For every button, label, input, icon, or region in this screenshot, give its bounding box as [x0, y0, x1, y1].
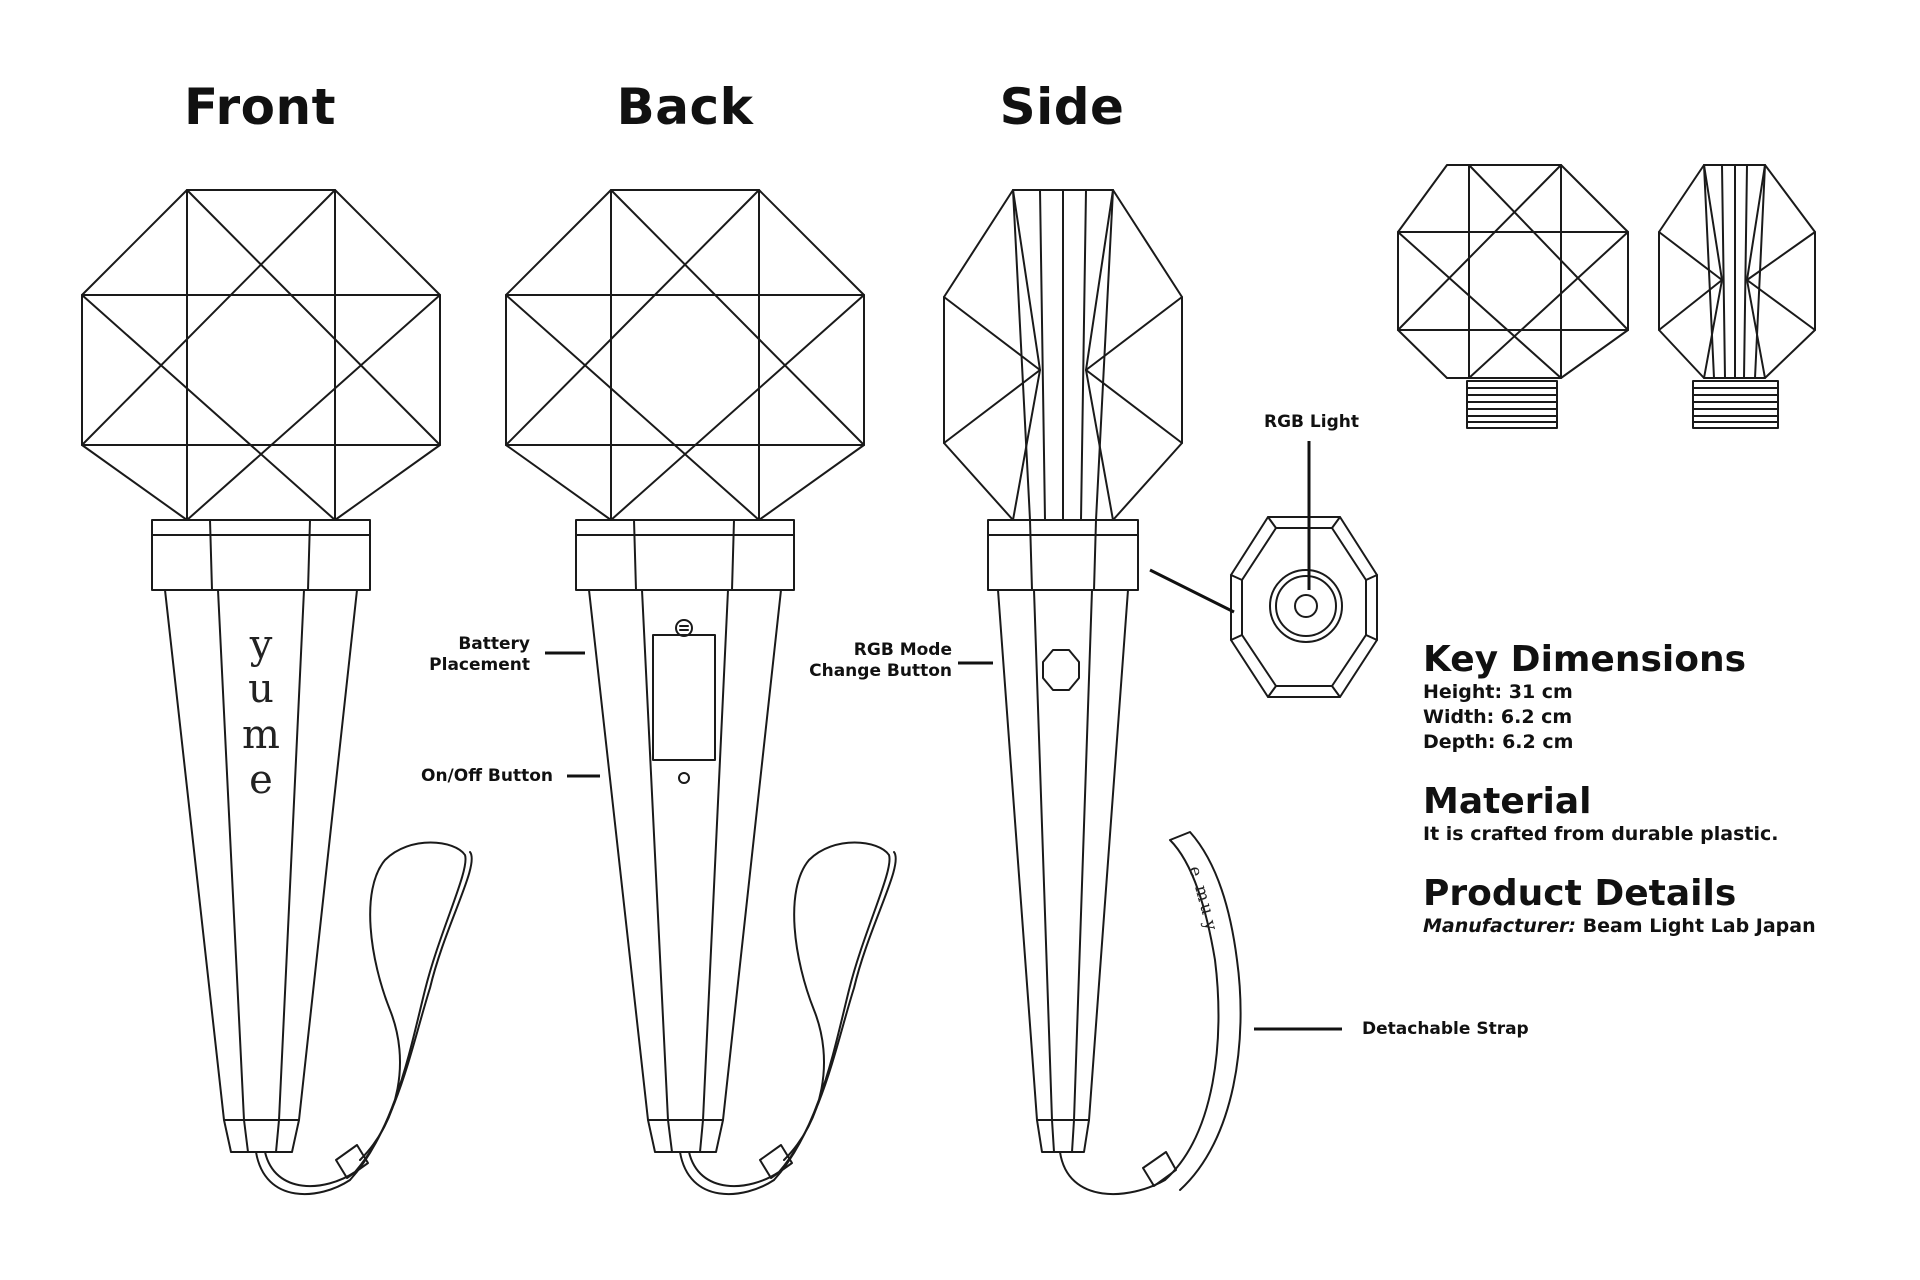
back-view	[505, 189, 897, 1195]
front-view: y u m e	[81, 189, 473, 1195]
callout-rgb-mode-line1: RGB Mode	[853, 640, 952, 660]
spec-depth: Depth: 6.2 cm	[1423, 731, 1574, 753]
callout-rgb-mode: RGB Mode Change Button	[760, 640, 952, 682]
front-wordmark: y u m e	[242, 622, 280, 803]
spec-details-title: Product Details	[1423, 873, 1737, 914]
view-title-front: Front	[184, 78, 336, 136]
spec-dimensions: Key Dimensions Height: 31 cm Width: 6.2 …	[1423, 640, 1746, 755]
callout-battery-line2: Placement	[429, 655, 530, 675]
spec-dimensions-title: Key Dimensions	[1423, 639, 1747, 680]
back-collar	[575, 519, 795, 591]
spec-manufacturer-value: Beam Light Lab Japan	[1582, 915, 1816, 937]
wordmark-letter: e	[249, 757, 273, 803]
back-strap	[679, 841, 897, 1195]
view-title-side: Side	[999, 78, 1125, 136]
thumbnail-side	[1658, 164, 1816, 429]
callout-rgb-light: RGB Light	[1264, 412, 1359, 432]
spec-manufacturer: Manufacturer: Beam Light Lab Japan	[1423, 914, 1816, 939]
back-handle	[588, 589, 782, 1153]
spec-width: Width: 6.2 cm	[1423, 706, 1573, 728]
front-head	[81, 189, 441, 521]
wordmark-letter: m	[242, 712, 280, 758]
spec-material: Material It is crafted from durable plas…	[1423, 782, 1778, 847]
callout-battery: Battery Placement	[400, 634, 530, 676]
strap-wordmark-letter: m	[1190, 883, 1213, 904]
battery-cover	[652, 619, 716, 761]
callout-onoff: On/Off Button	[421, 766, 553, 786]
thumbnail-front	[1397, 164, 1629, 429]
side-head	[943, 189, 1183, 521]
spec-material-text: It is crafted from durable plastic.	[1423, 823, 1779, 845]
side-collar	[987, 519, 1139, 591]
wordmark-letter: u	[248, 666, 274, 712]
spec-height: Height: 31 cm	[1423, 681, 1573, 703]
rgb-detail-leader-line	[1149, 568, 1235, 614]
spec-material-title: Material	[1423, 781, 1592, 822]
strap-wordmark-letter: e	[1184, 864, 1206, 879]
callout-strap: Detachable Strap	[1362, 1019, 1529, 1039]
callout-rgb-mode-line2: Change Button	[809, 661, 952, 681]
side-strap: e m u y	[1059, 831, 1242, 1195]
strap-wordmark-letter: u	[1195, 901, 1217, 917]
wordmark-letter: y	[249, 622, 273, 668]
back-head	[505, 189, 865, 521]
front-strap	[255, 841, 473, 1195]
front-handle	[164, 589, 358, 1153]
rgb-light-detail	[1230, 516, 1378, 698]
rgb-mode-button-shape	[1042, 649, 1080, 691]
side-view: e m u y	[943, 189, 1242, 1195]
view-title-back: Back	[616, 78, 754, 136]
onoff-button-dot	[678, 772, 690, 784]
spec-manufacturer-label: Manufacturer:	[1423, 915, 1576, 937]
callout-battery-line1: Battery	[458, 634, 530, 654]
spec-details: Product Details Manufacturer: Beam Light…	[1423, 874, 1816, 939]
side-handle	[997, 589, 1129, 1153]
front-collar	[151, 519, 371, 591]
